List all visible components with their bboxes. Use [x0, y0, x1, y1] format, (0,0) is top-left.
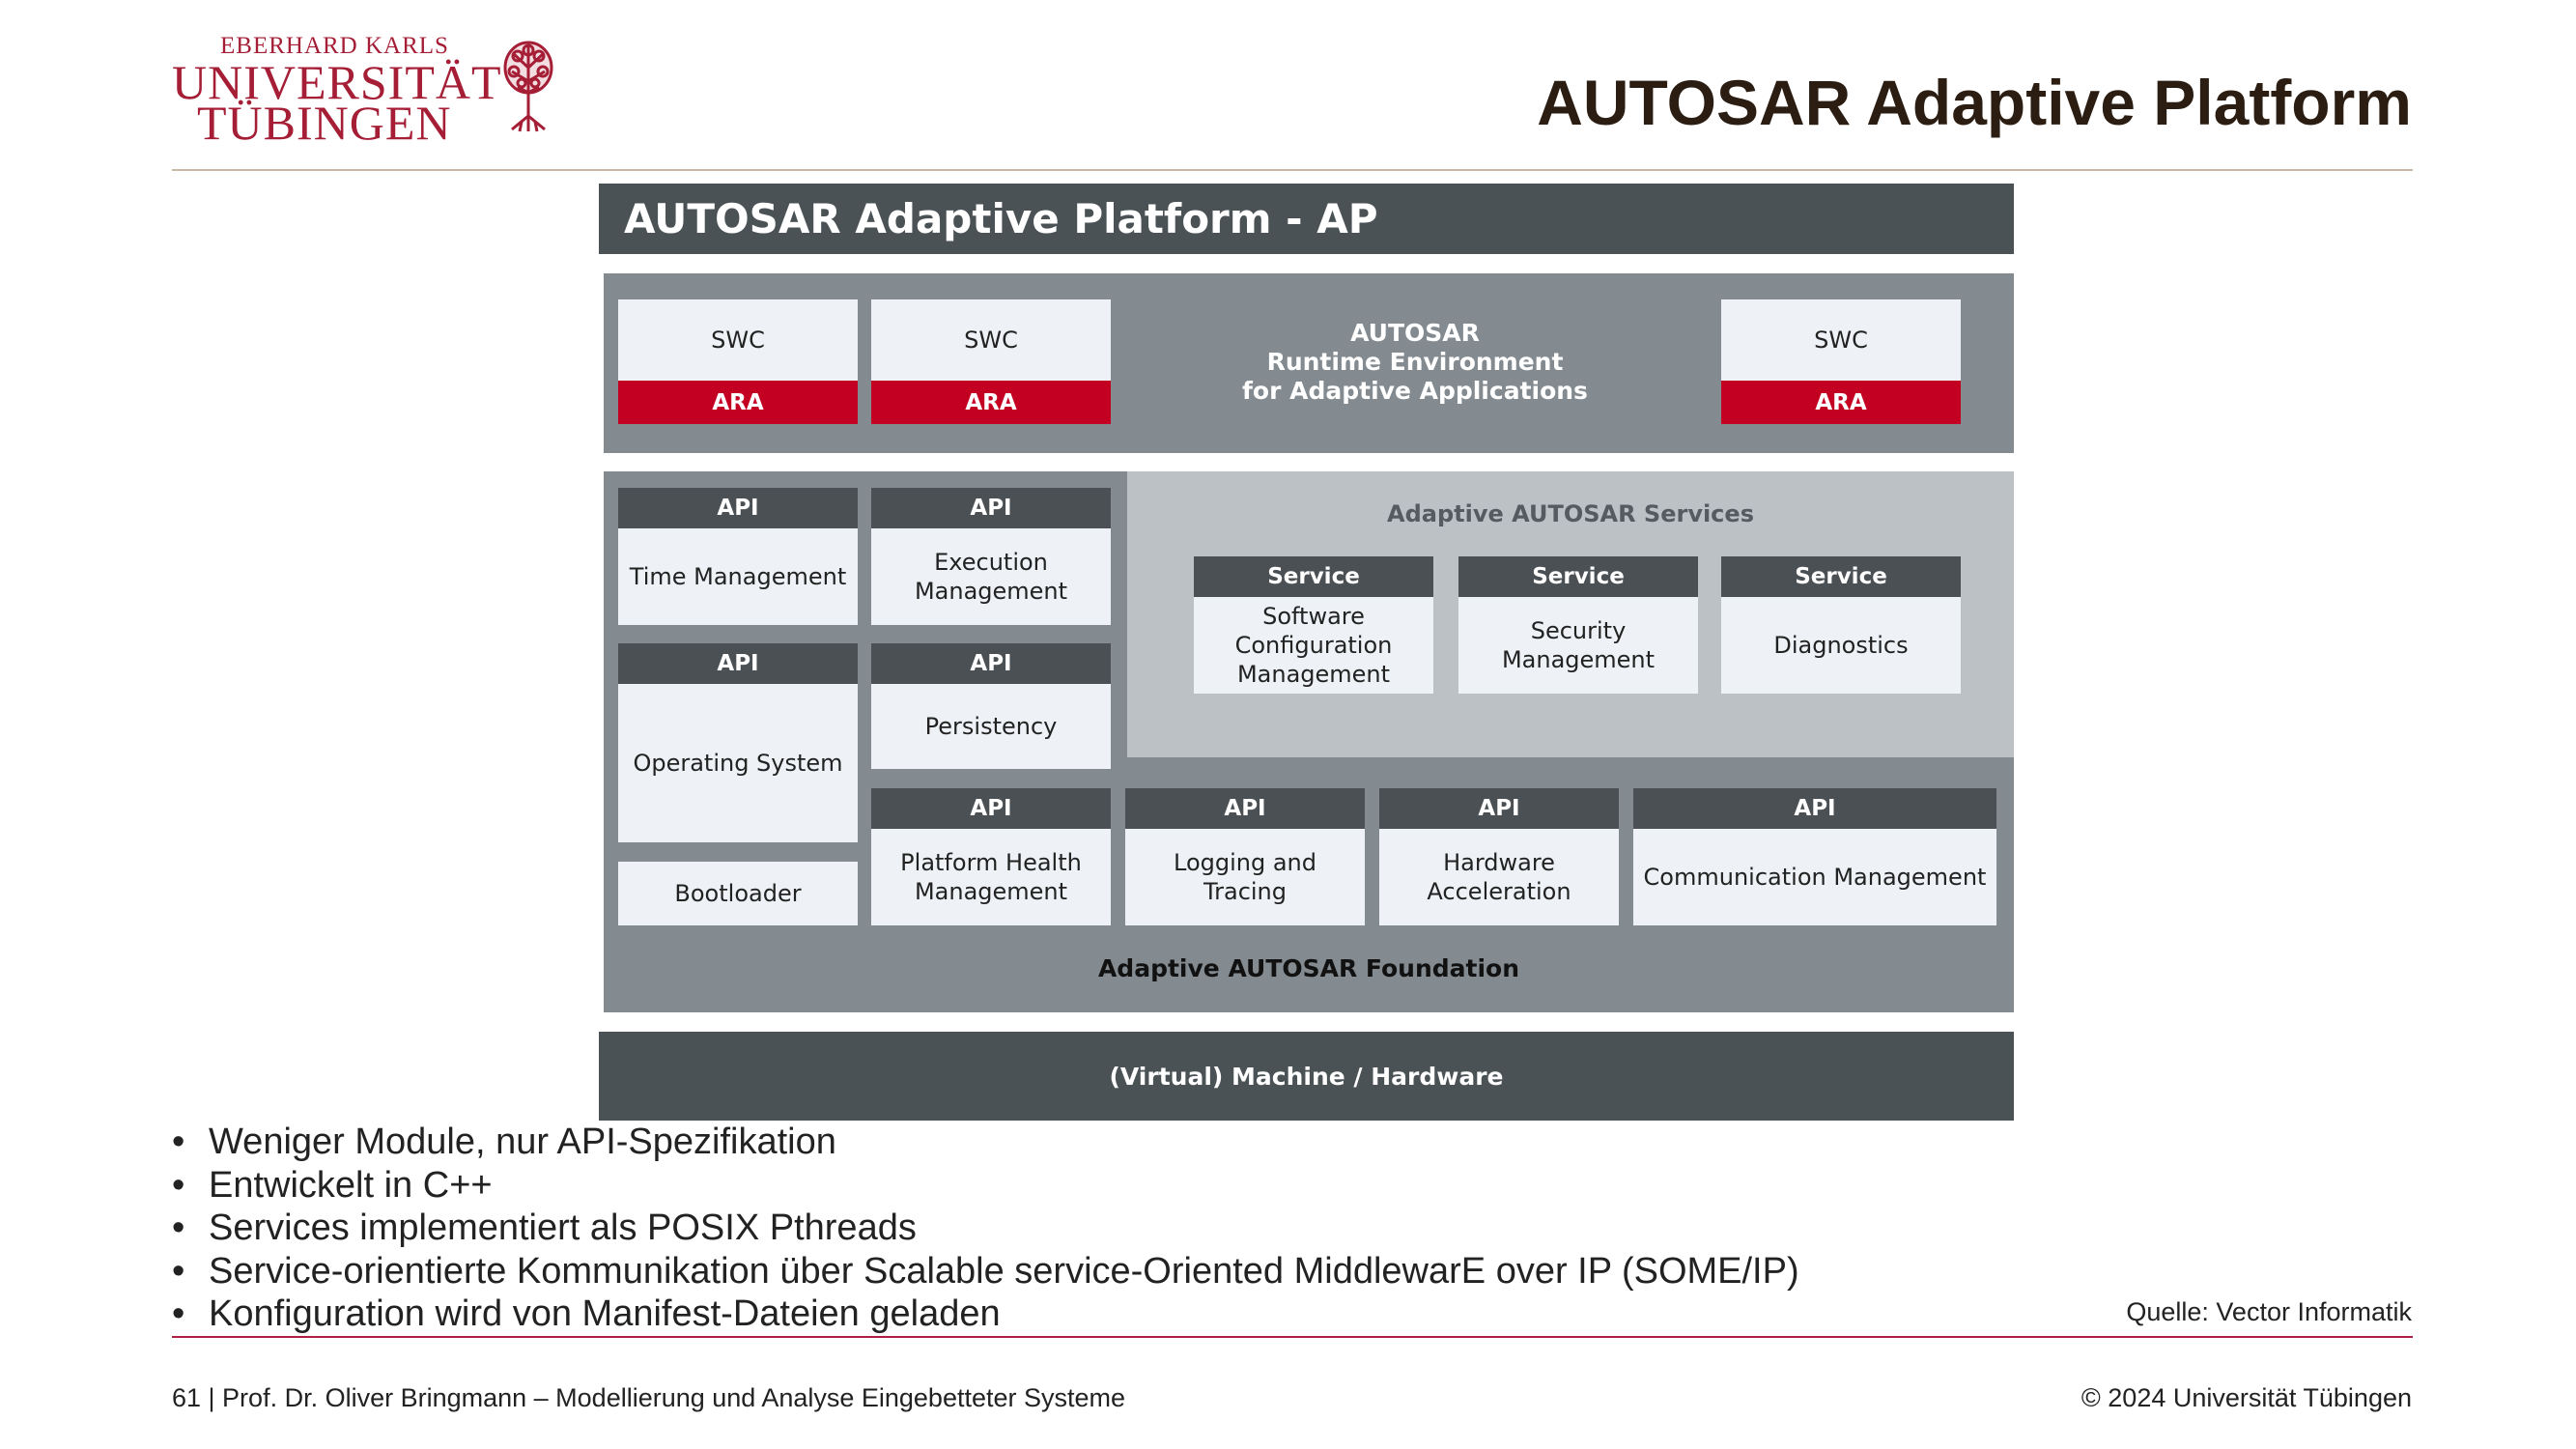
bullet-text: Entwickelt in C++ [209, 1164, 493, 1206]
runtime-line-1: AUTOSAR [1350, 319, 1480, 347]
logging-tracing-box: Logging and Tracing [1125, 829, 1365, 925]
bullet-text: Services implementiert als POSIX Pthread… [209, 1208, 917, 1248]
service-header-software-config: Service [1194, 556, 1433, 597]
api-header-communication: API [1633, 788, 1996, 829]
runtime-environment-label: AUTOSAR Runtime Environment for Adaptive… [1116, 319, 1714, 406]
swc-box-1: SWC [618, 299, 858, 381]
service-header-diagnostics: Service [1721, 556, 1961, 597]
slide-title: AUTOSAR Adaptive Platform [1537, 67, 2412, 138]
logo-line-3: TÜBINGEN [197, 96, 452, 150]
header-divider [172, 169, 2413, 171]
service-header-security: Service [1458, 556, 1698, 597]
operating-system-box: Operating System [618, 684, 858, 842]
ara-box-1: ARA [618, 381, 858, 424]
bullet-text: Konfiguration wird von Manifest-Dateien … [209, 1293, 1001, 1334]
bullet-text: Weniger Module, nur API-Spezifikation [209, 1122, 836, 1162]
api-header-platform-health: API [871, 788, 1111, 829]
api-header-logging: API [1125, 788, 1365, 829]
api-header-hw-acceleration: API [1379, 788, 1619, 829]
runtime-line-2: Runtime Environment [1266, 348, 1564, 376]
foundation-title: Adaptive AUTOSAR Foundation [1097, 954, 1520, 982]
bullet-item: •Entwickelt in C++ [172, 1164, 493, 1206]
runtime-line-3: for Adaptive Applications [1242, 377, 1588, 405]
bullet-item: •Konfiguration wird von Manifest-Dateien… [172, 1293, 1001, 1334]
diagram-title: AUTOSAR Adaptive Platform - AP [599, 184, 2014, 254]
bullet-item: •Service-orientierte Kommunikation über … [172, 1250, 1799, 1292]
persistency-box: Persistency [871, 684, 1111, 769]
api-header-persistency: API [871, 643, 1111, 684]
hardware-layer: (Virtual) Machine / Hardware [599, 1032, 2014, 1121]
swc-box-3: SWC [1721, 299, 1961, 381]
hardware-acceleration-box: Hardware Acceleration [1379, 829, 1619, 925]
diagnostics-box: Diagnostics [1721, 597, 1961, 694]
footer-copyright: © 2024 Universität Tübingen [2081, 1383, 2412, 1412]
api-header-execution: API [871, 488, 1111, 528]
software-configuration-box: Software Configuration Management [1194, 597, 1433, 694]
bullet-list: •Weniger Module, nur API-Spezifikation •… [172, 1121, 1799, 1336]
logo-line-2: UNIVERSITÄT [172, 55, 502, 109]
platform-health-box: Platform Health Management [871, 829, 1111, 925]
source-credit: Quelle: Vector Informatik [2126, 1297, 2412, 1326]
bullet-item: •Services implementiert als POSIX Pthrea… [172, 1208, 917, 1248]
bootloader-box: Bootloader [618, 862, 858, 925]
api-header-os: API [618, 643, 858, 684]
bullet-text: Service-orientierte Kommunikation über S… [209, 1250, 1799, 1292]
communication-management-box: Communication Management [1633, 829, 1996, 925]
tree-logo-icon [503, 41, 553, 132]
logo-line-1: EBERHARD KARLS [220, 33, 449, 59]
footer-divider [172, 1336, 2413, 1338]
bullet-item: •Weniger Module, nur API-Spezifikation [172, 1122, 836, 1162]
time-management-box: Time Management [618, 528, 858, 625]
api-header-time: API [618, 488, 858, 528]
ara-box-3: ARA [1721, 381, 1961, 424]
execution-management-box: Execution Management [871, 528, 1111, 625]
swc-box-2: SWC [871, 299, 1111, 381]
footer-left-text: 61 | Prof. Dr. Oliver Bringmann – Modell… [172, 1383, 1126, 1412]
security-management-box: Security Management [1458, 597, 1698, 694]
services-title: Adaptive AUTOSAR Services [1387, 500, 1754, 527]
ara-box-2: ARA [871, 381, 1111, 424]
